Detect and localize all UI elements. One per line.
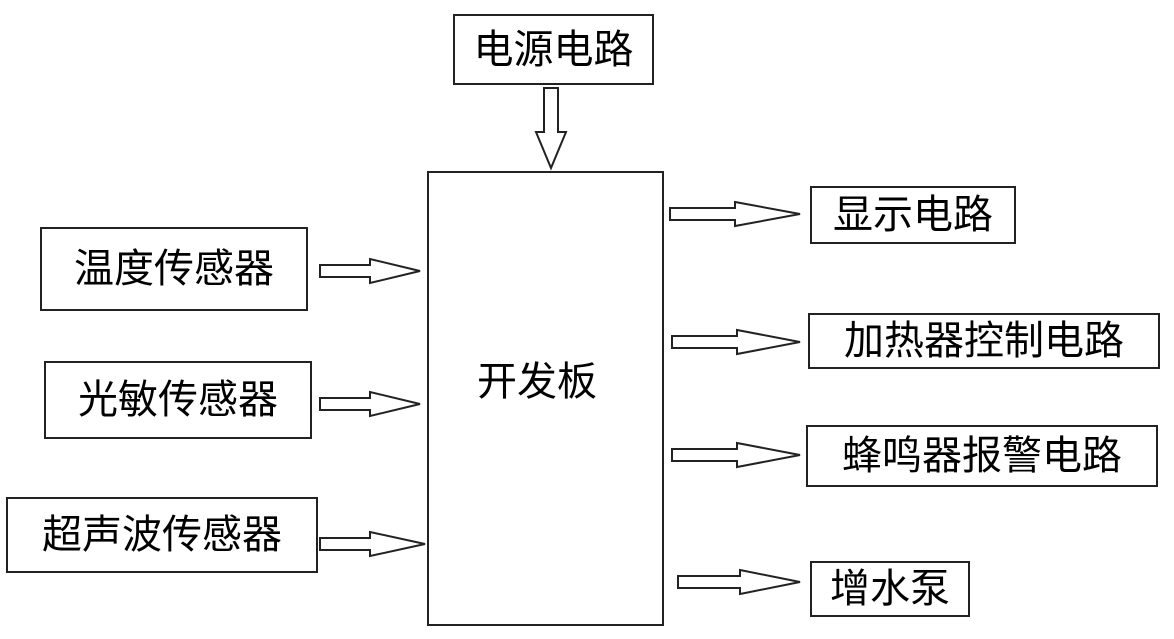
arrow-board-to-heater xyxy=(671,328,801,356)
ultrasonic-sensor-box: 超声波传感器 xyxy=(6,497,318,573)
arrow-power-to-board xyxy=(534,87,568,171)
temperature-sensor-box: 温度传感器 xyxy=(40,227,308,311)
arrow-temperature-to-board xyxy=(319,257,421,285)
water-pump-box: 增水泵 xyxy=(810,561,970,617)
buzzer-alarm-circuit-box: 蜂鸣器报警电路 xyxy=(806,425,1158,487)
buzzer-alarm-circuit-label: 蜂鸣器报警电路 xyxy=(842,433,1122,479)
arrow-light-to-board xyxy=(319,390,421,418)
power-circuit-box: 电源电路 xyxy=(453,14,654,85)
arrow-board-to-display xyxy=(669,200,801,228)
light-sensor-box: 光敏传感器 xyxy=(44,361,312,439)
display-circuit-box: 显示电路 xyxy=(810,186,1016,244)
temperature-sensor-label: 温度传感器 xyxy=(74,246,274,292)
ultrasonic-sensor-label: 超声波传感器 xyxy=(42,512,282,558)
heater-control-circuit-box: 加热器控制电路 xyxy=(808,313,1160,369)
arrow-board-to-pump xyxy=(677,568,801,596)
dev-board-label: 开发板 xyxy=(477,359,597,405)
power-circuit-label: 电源电路 xyxy=(473,26,634,73)
display-circuit-label: 显示电路 xyxy=(833,192,993,238)
arrow-ultrasonic-to-board xyxy=(319,530,426,558)
water-pump-label: 增水泵 xyxy=(830,566,950,612)
arrow-board-to-buzzer xyxy=(671,441,801,469)
heater-control-circuit-label: 加热器控制电路 xyxy=(844,318,1124,364)
dev-board-box xyxy=(427,171,664,626)
light-sensor-label: 光敏传感器 xyxy=(78,377,278,423)
